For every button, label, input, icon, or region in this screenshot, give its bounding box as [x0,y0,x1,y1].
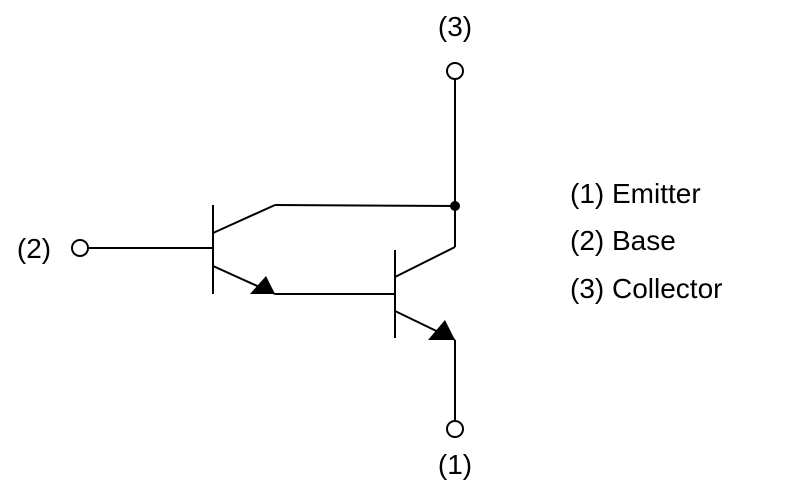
transistor2-emitter-arrow-icon [428,320,455,340]
transistor1-collector-lead [212,204,276,234]
transistor1-emitter-arrow-icon [250,276,275,294]
emitter-terminal [446,420,464,438]
base-terminal [71,239,89,257]
collector-terminal-label: (3) [438,11,472,42]
base-terminal-label: (2) [17,233,51,264]
legend-collector: (3) Collector [570,273,722,304]
legend-emitter: (1) Emitter [570,178,701,209]
emitter-terminal-label: (1) [438,449,472,480]
transistor1-collector-wire [274,204,456,207]
collector-terminal [446,62,464,80]
transistor2-collector-lead [394,246,456,278]
legend-base: (2) Base [570,225,676,256]
